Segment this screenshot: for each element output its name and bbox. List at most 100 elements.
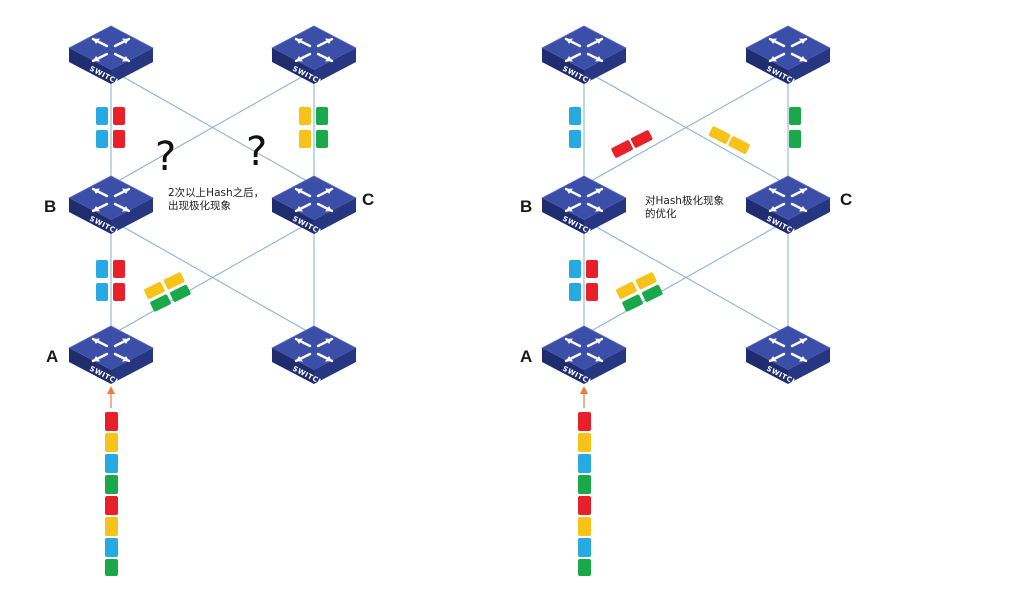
network-switch-icon: SWITCH — [541, 325, 627, 387]
traffic-group-diagonal — [144, 272, 191, 312]
switch-left-face — [542, 348, 584, 384]
switch-arrow-head — [93, 338, 100, 344]
traffic-block-blue — [105, 538, 118, 557]
traffic-group-diagonal — [616, 272, 663, 312]
note-line-1: 对Hash极化现象 — [645, 194, 724, 207]
traffic-block-yellow — [299, 130, 311, 148]
note-line-2: 出现极化现象 — [168, 199, 231, 212]
traffic-block-green — [316, 130, 328, 148]
switch-left-face — [69, 198, 111, 234]
traffic-block-green — [578, 559, 591, 576]
question-mark: ? — [246, 129, 267, 175]
switch-right-face — [584, 48, 626, 84]
switch-arrow-head — [93, 38, 100, 44]
traffic-group-diagonal-yellow — [708, 126, 750, 154]
traffic-block-blue — [96, 107, 108, 125]
switch-right-face — [111, 348, 153, 384]
traffic-block-blue — [578, 454, 591, 473]
traffic-block-green — [105, 559, 118, 576]
switch-right-face — [314, 48, 356, 84]
switch-arrow-head — [566, 338, 573, 344]
switch-right-face — [788, 48, 830, 84]
link-top-right-to-b — [583, 69, 789, 186]
panel-background — [40, 15, 400, 595]
node-label-c: C — [362, 190, 374, 209]
switch-left-face — [542, 198, 584, 234]
switch-arrow-head — [770, 206, 777, 212]
link-top-right-to-b — [110, 69, 315, 186]
switch-arrow-head — [122, 338, 129, 344]
switch-arrow-head — [122, 56, 129, 62]
switch-arrow-head — [770, 356, 777, 362]
switch-arrow-head — [93, 206, 100, 212]
switch-left-face — [69, 48, 111, 84]
switch-arrow-head — [296, 356, 303, 362]
switch-arrow-head — [122, 38, 129, 44]
traffic-block-blue — [569, 107, 581, 125]
switch-arrow-head — [799, 356, 806, 362]
traffic-block-green — [578, 475, 591, 494]
network-switch-icon: SWITCH — [541, 25, 627, 87]
traffic-block-yellow — [728, 136, 750, 154]
traffic-block-blue — [96, 130, 108, 148]
switch-arrow-head — [770, 56, 777, 62]
traffic-block-red — [586, 283, 598, 301]
switch-arrow-head — [93, 188, 100, 194]
traffic-block-green — [789, 107, 801, 125]
traffic-stream — [105, 412, 118, 576]
switch-arrow-head — [325, 56, 332, 62]
switch-arrow-head — [595, 188, 602, 194]
switch-left-face — [746, 198, 788, 234]
switch-arrow-head — [799, 38, 806, 44]
switch-arrow-head — [122, 356, 129, 362]
panel-left: SWITCH SWITCH SWITCH SWITCH SWITCH SWITC… — [40, 15, 400, 595]
traffic-block-yellow — [163, 272, 185, 290]
switch-left-face — [542, 48, 584, 84]
switch-arrow-head — [296, 38, 303, 44]
panel-background — [515, 15, 860, 595]
traffic-block-yellow — [616, 282, 637, 299]
switch-arrow-head — [325, 338, 332, 344]
traffic-block-green — [150, 294, 171, 312]
traffic-block-blue — [96, 260, 108, 278]
switch-arrow-head — [93, 356, 100, 362]
switch-arrow-head — [595, 356, 602, 362]
node-label-a: A — [46, 347, 58, 366]
switch-arrow-head — [566, 188, 573, 194]
switch-arrow-head — [799, 188, 806, 194]
note-line-1: 2次以上Hash之后， — [168, 186, 264, 199]
traffic-stream — [578, 412, 591, 576]
traffic-block-red — [113, 107, 125, 125]
switch-left-face — [272, 48, 314, 84]
switch-arrow-head — [122, 188, 129, 194]
switch-arrow-head — [296, 338, 303, 344]
switch-right-face — [111, 48, 153, 84]
traffic-block-green — [316, 107, 328, 125]
switch-arrow-head — [595, 56, 602, 62]
traffic-block-blue — [105, 454, 118, 473]
network-switch-icon: SWITCH — [541, 175, 627, 237]
switch-left-face — [69, 348, 111, 384]
traffic-block-red — [105, 496, 118, 515]
switch-left-face — [746, 348, 788, 384]
switch-right-face — [788, 198, 830, 234]
note-line-2: 的优化 — [645, 207, 677, 220]
traffic-block-blue — [578, 538, 591, 557]
traffic-block-green — [622, 294, 643, 312]
node-label-c: C — [840, 190, 852, 209]
traffic-block-yellow — [708, 126, 731, 144]
switch-arrow-head — [93, 56, 100, 62]
switch-arrow-head — [595, 338, 602, 344]
switch-arrow-head — [325, 188, 332, 194]
node-label-b: B — [44, 197, 56, 216]
link-c-to-a — [110, 219, 315, 336]
switch-left-face — [746, 48, 788, 84]
network-switch-icon: SWITCH — [745, 25, 831, 87]
switch-right-face — [788, 348, 830, 384]
switch-right-face — [111, 198, 153, 234]
traffic-block-green — [105, 475, 118, 494]
traffic-block-green — [789, 130, 801, 148]
traffic-group-diagonal-red — [611, 130, 653, 158]
switch-arrow-head — [799, 338, 806, 344]
